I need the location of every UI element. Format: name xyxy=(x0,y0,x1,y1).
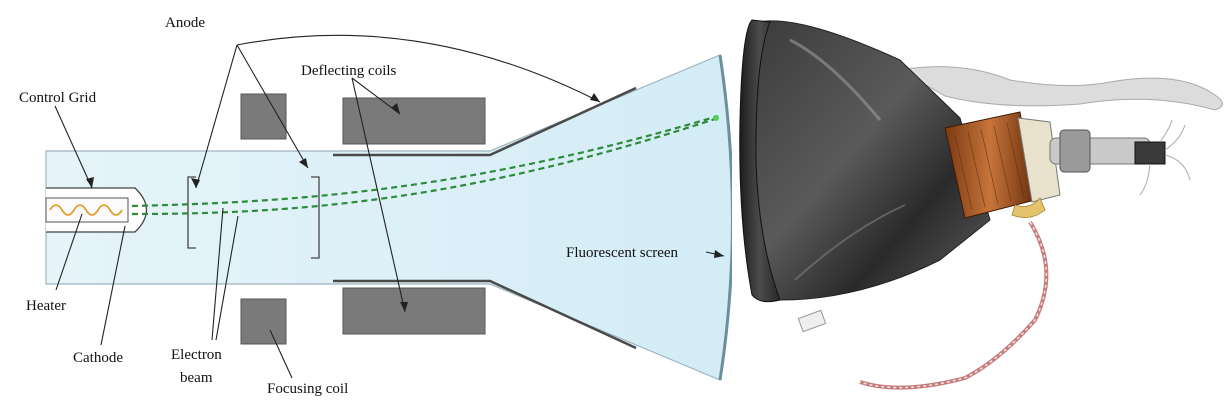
electron-beam-upper xyxy=(131,114,719,208)
label-cathode: Cathode xyxy=(73,350,123,366)
deflecting-coil-top xyxy=(342,97,486,145)
electron-beam-lower xyxy=(131,116,719,216)
connector-plug xyxy=(797,309,827,333)
deflecting-coil-bottom xyxy=(342,287,486,335)
label-control-grid: Control Grid xyxy=(19,90,97,106)
heater-coil xyxy=(49,204,123,216)
label-beam: beam xyxy=(180,370,213,386)
anode-plate-bottom xyxy=(333,279,637,350)
grid-bracket-left xyxy=(187,176,196,249)
yoke-windings xyxy=(954,122,1025,211)
label-heater: Heater xyxy=(26,298,66,314)
label-electron: Electron xyxy=(171,347,222,363)
focusing-coil-bottom xyxy=(240,298,287,345)
label-fluorescent-screen: Fluorescent screen xyxy=(566,245,679,261)
crt-photo xyxy=(732,10,1230,414)
crt-schematic: Anode Deflecting coils Control Grid Fluo… xyxy=(19,15,734,397)
grid-bracket-right xyxy=(311,176,320,259)
crt-socket xyxy=(1134,141,1166,165)
label-deflecting-coils: Deflecting coils xyxy=(301,63,397,79)
label-focusing-coil: Focusing coil xyxy=(267,381,348,397)
beam-spot xyxy=(713,115,719,121)
focusing-coil-top xyxy=(240,93,287,140)
anode-plate-top xyxy=(333,86,637,157)
crt-face-plate xyxy=(739,19,781,303)
socket-wires xyxy=(1139,119,1191,196)
leader-arrowheads xyxy=(86,93,724,312)
label-anode: Anode xyxy=(165,15,205,31)
leader-lines xyxy=(54,34,725,379)
ribbon-cable-top xyxy=(898,66,1223,111)
